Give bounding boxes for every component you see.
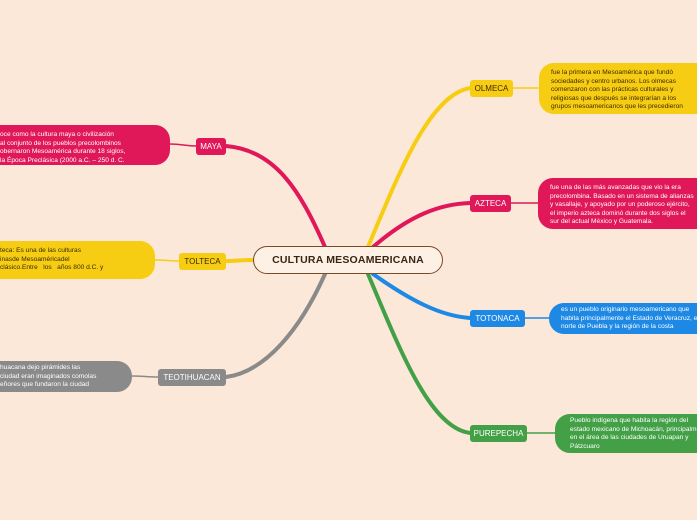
leaf-maya-line: al conjunto de los pueblos precolombinos [0,139,121,147]
connector-tolteca-leaf [154,259,180,262]
leaf-purepecha-line: Pueblo indígena que habita la región del [570,417,689,424]
leaf-maya[interactable]: oce como la cultura maya o civilización … [0,125,170,165]
branch-teotihuacan[interactable]: TEOTIHUACAN [158,369,226,386]
leaf-olmeca[interactable]: fue la primera en Mesoamérica que fundó … [539,63,697,114]
leaf-olmeca-line: fue la primera en Mesoamérica que fundó [551,69,674,76]
leaf-purepecha-line: estado mexicano de Michoacán, principalm… [570,425,697,433]
leaf-totonaca-line: es un pueblo originario mesoamericano qu… [561,306,690,313]
leaf-purepecha[interactable]: Pueblo indígena que habita la región del… [555,414,697,453]
leaf-olmeca-line: religiosas que después se integrarían a … [551,94,677,102]
connector-azteca [371,201,472,249]
leaf-azteca-line: el imperio azteca dominó durante dos sig… [550,209,686,217]
branch-olmeca[interactable]: OLMECA [470,80,513,97]
leaf-tolteca-line: teca: Es una de las culturas [0,247,82,254]
leaf-azteca-line: y vasallaje, y apoyado por un poderoso e… [550,201,690,209]
branch-maya[interactable]: MAYA [196,138,226,155]
connector-maya [224,144,327,249]
branch-purepecha[interactable]: PUREPECHA [470,425,527,442]
connector-maya-leaf [169,143,197,147]
leaf-teotihuacan[interactable]: huacana dejo pirámides las ciudad eran i… [0,361,132,392]
leaf-azteca-line: fue una de las más avanzadas que vio la … [550,184,681,191]
connector-totonaca [371,272,472,320]
leaf-maya-line: obernaron Mesoamérica durante 18 siglos, [0,148,126,156]
leaf-teotihuacan-line: ciudad eran imaginados comolas [0,372,97,380]
connector-teotihuacan [224,272,327,379]
leaf-purepecha-line: Pátzcuaro [570,442,600,450]
leaf-tolteca-line: inasde Mesoaméricadel [0,255,70,263]
connector-olmeca [366,86,472,249]
connector-tolteca [224,258,255,263]
leaf-tolteca-line: clásico.Entre los años 800 d.C. y [0,264,104,272]
leaf-totonaca-line: habita principalmente el Estado de Verac… [561,314,697,322]
branch-totonaca[interactable]: TOTONACA [470,310,525,327]
leaf-purepecha-line: en el área de las ciudades de Uruapan y [570,434,689,442]
leaf-azteca-line: precolombina. Basado en un sistema de al… [550,192,694,200]
branch-tolteca[interactable]: TOLTECA [179,253,226,270]
leaf-teotihuacan-line: eñores que fundaron la ciudad [0,381,90,389]
connector-teotihuacan-leaf [131,375,159,378]
leaf-azteca-line: sur del actual México y Guatemala. [550,218,653,226]
leaf-olmeca-line: comenzaron con las prácticas culturales … [551,86,674,94]
leaf-teotihuacan-line: huacana dejo pirámides las [0,364,81,371]
branch-azteca[interactable]: AZTECA [470,195,511,212]
leaf-tolteca[interactable]: teca: Es una de las culturas inasde Meso… [0,241,155,279]
leaf-olmeca-line: sociedades y centro urbanos. Los olmecas [551,77,676,85]
leaf-olmeca-line: grupos mesoamericanos que les precediero… [551,103,683,111]
leaf-totonaca[interactable]: es un pueblo originario mesoamericano qu… [549,303,697,334]
central-topic[interactable]: CULTURA MESOAMERICANA [253,246,443,274]
leaf-maya-line: oce como la cultura maya o civilización [0,131,114,138]
leaf-azteca[interactable]: fue una de las más avanzadas que vio la … [538,178,697,229]
connector-purepecha [366,272,472,435]
leaf-maya-line: la Época Preclásica (2000 a.C. – 250 d. … [0,156,125,164]
leaf-totonaca-line: norte de Puebla y la región de la costa [561,323,674,331]
